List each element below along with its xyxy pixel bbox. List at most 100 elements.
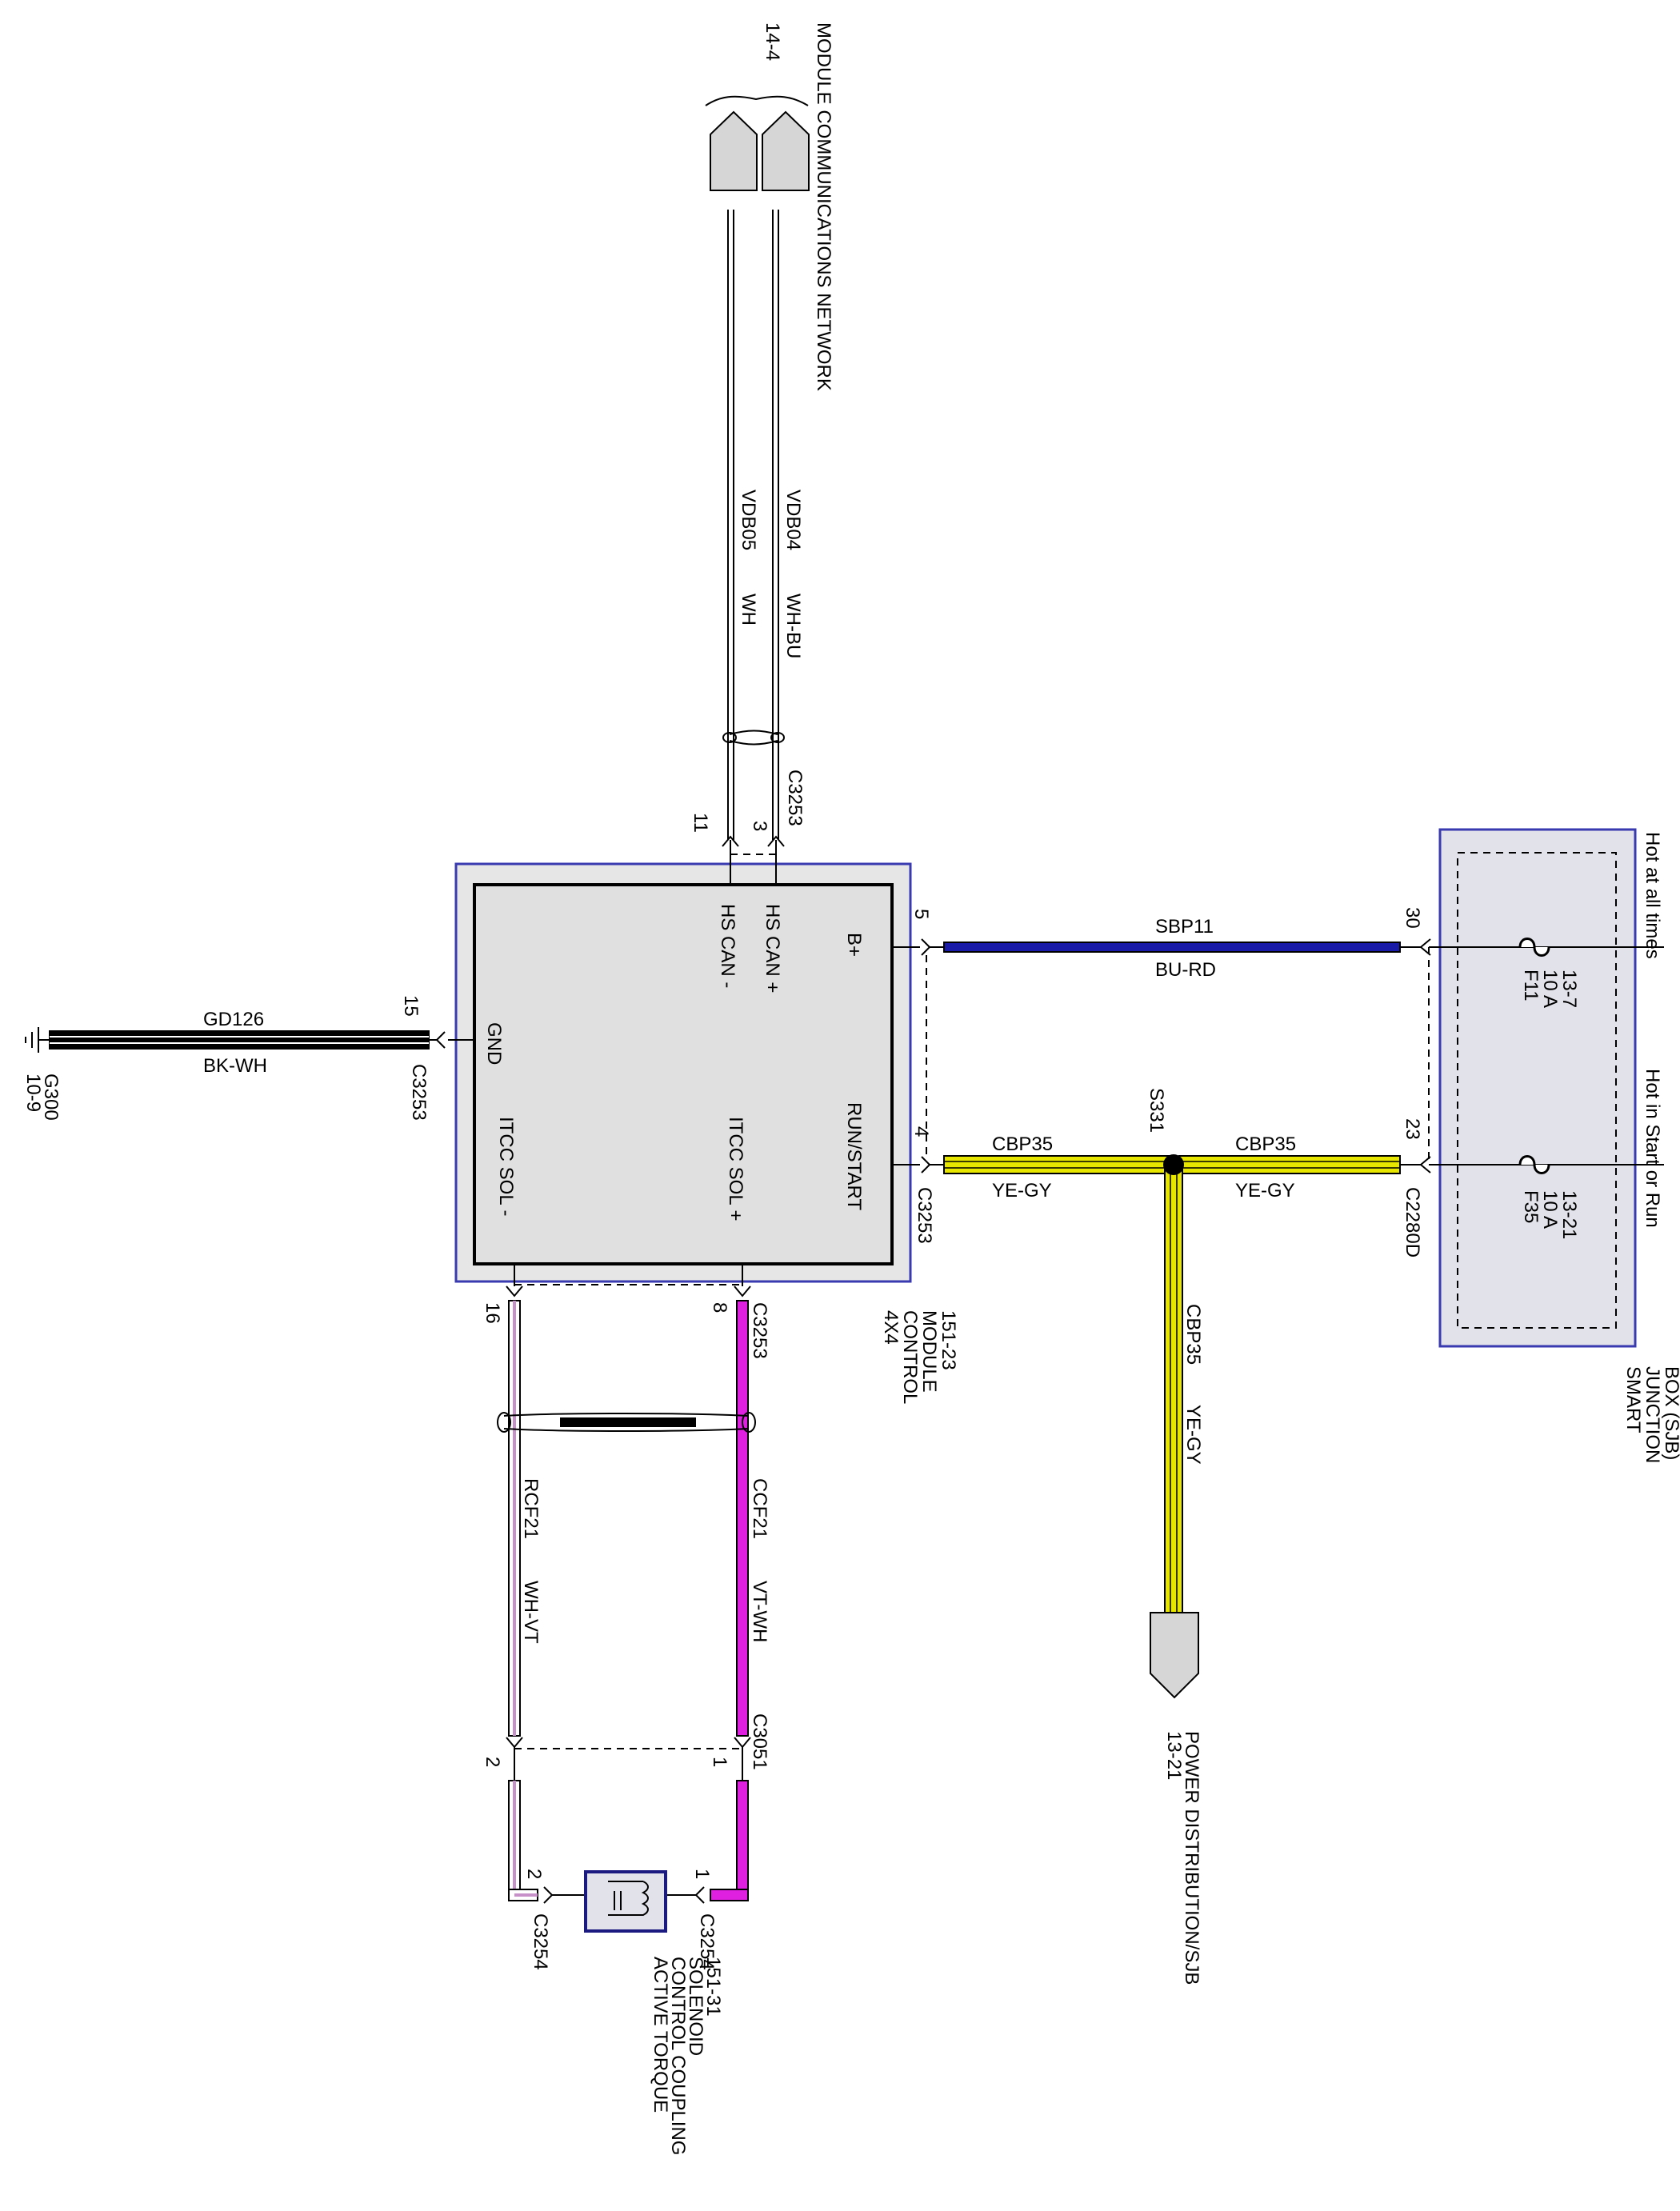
hot-label-1: Hot at all times — [1642, 832, 1663, 959]
pin-label-hs-can-minus: HS CAN - — [717, 904, 738, 988]
wire-sbp11 — [943, 942, 1401, 953]
run-pin-chevron — [921, 1156, 931, 1173]
solenoid-title-line-1: ACTIVE TORQUE — [650, 1957, 671, 2113]
cbp35-right-color: YE-GY — [1235, 1180, 1295, 1201]
fuse-f11-icon — [1518, 938, 1550, 957]
splice-label: S331 — [1146, 1088, 1167, 1133]
network-pin-11: 11 — [690, 813, 711, 833]
gd126-circuit: GD126 — [203, 1009, 264, 1030]
c3051-pin-2: 2 — [482, 1757, 503, 1767]
vdb04-color: WH-BU — [782, 594, 804, 658]
sjb-connector-label: C2280D — [1402, 1187, 1423, 1257]
network-pin-3: 3 — [749, 821, 770, 831]
vdb04-circuit: VDB04 — [782, 490, 804, 550]
itcc-module-connector: C3253 — [749, 1302, 770, 1359]
pin-label-itcc-sol-plus: ITCC SOL + — [725, 1117, 746, 1221]
solenoid-title-line-3: SOLENOID — [685, 1957, 706, 2056]
cbp35-down-circuit: CBP35 — [1182, 1304, 1204, 1365]
fuse-f35-labels: F35 10 A 13-21 — [1520, 1190, 1580, 1239]
fuse-f35-rating: 10 A — [1539, 1190, 1561, 1229]
power-distribution-connector — [1150, 1612, 1199, 1699]
wire-cbp35-down — [1164, 1164, 1183, 1613]
fuse-f35-name: F35 — [1520, 1190, 1542, 1223]
network-connector-label: C3253 — [784, 770, 806, 826]
solenoid-section: 1 2 C3254 C3254 ACTIVE TORQUE CONTROL CO… — [523, 1869, 724, 2155]
itcc-plus-module-pin: 8 — [709, 1302, 730, 1313]
solenoid-coil-icon — [608, 1881, 649, 1916]
module-title-line-4: 151-23 — [938, 1310, 959, 1370]
ground-section: 15 C3253 GD126 BK-WH G300 10-9 — [22, 995, 474, 1121]
fuse-f11-name: F11 — [1520, 970, 1542, 1002]
fuse-f11-rating: 10 A — [1539, 970, 1561, 1008]
solenoid-pin-1: 1 — [691, 1869, 713, 1879]
sjb-inner-dashed — [1457, 852, 1617, 1329]
power-distribution-ref: 13-21 — [1163, 1731, 1185, 1780]
module-title-line-2: CONTROL — [899, 1310, 921, 1404]
wire-ccf21-lower — [710, 1780, 749, 1901]
b-plus-pin-chevron — [921, 938, 931, 956]
itcc-plus-pin-chevron — [734, 1285, 751, 1297]
sjb-box — [1438, 828, 1637, 1348]
wire-ccf21 — [736, 1300, 749, 1737]
ground-pin-chevron — [435, 1031, 446, 1049]
itcc-minus-pin-chevron — [506, 1285, 523, 1297]
cbp35-left-color: YE-GY — [992, 1180, 1052, 1201]
wire-rcf21 — [508, 1300, 521, 1737]
b-plus-pin: 5 — [910, 909, 932, 919]
pin-label-hs-can-plus: HS CAN + — [762, 904, 783, 993]
solenoid-pin-chevron-2 — [543, 1886, 554, 1904]
b-plus-wire: 5 SBP11 BU-RD — [892, 909, 1421, 1157]
sjb-pin-23: 23 — [1402, 1118, 1423, 1140]
solenoid-title: ACTIVE TORQUE CONTROL COUPLING SOLENOID … — [650, 1957, 724, 2155]
ground-name: G300 — [40, 1074, 62, 1121]
module-title-line-1: 4X4 — [880, 1310, 902, 1345]
run-start-wire: 4 C3253 CBP35 YE-GY CBP35 YE-GY S331 CBP… — [892, 1088, 1421, 1613]
solenoid-connector-minus: C3254 — [530, 1913, 551, 1970]
cbp35-left-circuit: CBP35 — [992, 1133, 1053, 1155]
network-pin-chevron-11 — [722, 835, 739, 847]
gd126-color: BK-WH — [203, 1055, 267, 1077]
sjb-title-line-3: BOX (SJB) — [1661, 1366, 1680, 1460]
run-pin: 4 — [910, 1126, 932, 1137]
vdb05-color: WH — [738, 594, 759, 626]
network-pin-chevron-3 — [767, 835, 785, 847]
twist-symbol-itcc — [497, 1412, 756, 1433]
ground-ref: 10-9 — [22, 1074, 44, 1112]
hot-label-2: Hot in Start or Run — [1642, 1069, 1663, 1228]
pin-label-b-plus: B+ — [843, 933, 865, 957]
fuse-f35-ref: 13-21 — [1558, 1190, 1580, 1239]
c3051-plus-chevron — [734, 1737, 751, 1749]
wire-cbp35-right — [1178, 1155, 1401, 1174]
cbp35-right-circuit: CBP35 — [1235, 1133, 1296, 1155]
rcf21-circuit: RCF21 — [520, 1478, 542, 1539]
power-distribution: POWER DISTRIBUTION/SJB 13-21 — [1150, 1612, 1202, 1985]
sjb-section: Hot at all times Hot in Start or Run F11… — [1402, 828, 1680, 1463]
itcc-section: C3253 8 16 CCF21 VT-WH RCF21 WH-VT C3051… — [482, 1264, 770, 1901]
solenoid-title-line-2: CONTROL COUPLING — [667, 1957, 689, 2155]
cbp35-down-color: YE-GY — [1182, 1405, 1204, 1465]
splice-s331 — [1163, 1154, 1184, 1175]
network-section: MODULE COMMUNICATIONS NETWORK 14-4 VDB04… — [690, 22, 834, 885]
fuse-f11-labels: F11 10 A 13-7 — [1520, 970, 1580, 1008]
ground-icon — [25, 1027, 50, 1053]
sjb-title-line-1: SMART — [1622, 1366, 1644, 1433]
c3051-pin-1: 1 — [709, 1757, 730, 1767]
c3051-label: C3051 — [749, 1713, 770, 1770]
ccf21-color: VT-WH — [749, 1581, 770, 1642]
fuse-f35-icon — [1518, 1155, 1550, 1174]
fuse-f11-ref: 13-7 — [1558, 970, 1580, 1008]
network-connector-right — [762, 110, 810, 191]
wire-rcf21-lower — [508, 1780, 538, 1901]
wire-cbp35-left — [943, 1155, 1174, 1174]
power-distribution-label: POWER DISTRIBUTION/SJB — [1181, 1731, 1202, 1985]
pin-label-gnd: GND — [483, 1022, 505, 1065]
sjb-title-line-2: JUNCTION — [1642, 1366, 1663, 1463]
ground-connector-label: C3253 — [408, 1064, 430, 1121]
vdb05-circuit: VDB05 — [738, 490, 759, 550]
pin-label-itcc-sol-minus: ITCC SOL - — [495, 1117, 517, 1216]
run-connector-label: C3253 — [914, 1187, 935, 1244]
solenoid-pin-chevron-1 — [694, 1886, 705, 1904]
sjb-pin-30: 30 — [1402, 907, 1423, 929]
twist-symbol-network — [722, 730, 785, 746]
